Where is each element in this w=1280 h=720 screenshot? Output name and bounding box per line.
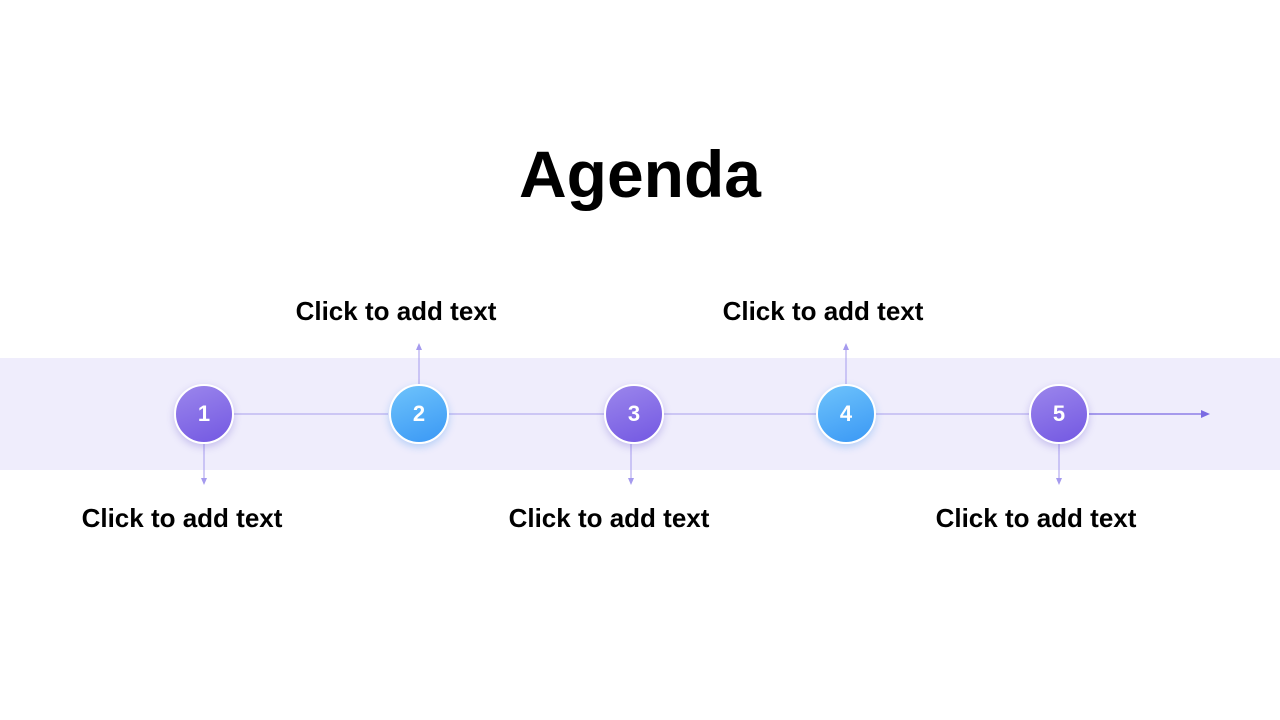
step-label-2[interactable]: Click to add text (295, 296, 497, 326)
step-label-5[interactable]: Click to add text (935, 503, 1137, 533)
step-node-3[interactable]: 3 (604, 384, 664, 444)
timeline-arrowhead (1201, 410, 1210, 418)
step-label-3[interactable]: Click to add text (508, 503, 710, 533)
step-node-2[interactable]: 2 (389, 384, 449, 444)
connector-arrowhead-4 (843, 343, 849, 350)
connector-arrowhead-5 (1056, 478, 1062, 485)
step-label-1[interactable]: Click to add text (81, 503, 283, 533)
step-node-1[interactable]: 1 (174, 384, 234, 444)
step-label-4[interactable]: Click to add text (722, 296, 924, 326)
slide-title[interactable]: Agenda (518, 137, 762, 211)
connector-arrowhead-3 (628, 478, 634, 485)
step-node-4[interactable]: 4 (816, 384, 876, 444)
step-node-5[interactable]: 5 (1029, 384, 1089, 444)
connector-arrowhead-2 (416, 343, 422, 350)
connector-arrowhead-1 (201, 478, 207, 485)
